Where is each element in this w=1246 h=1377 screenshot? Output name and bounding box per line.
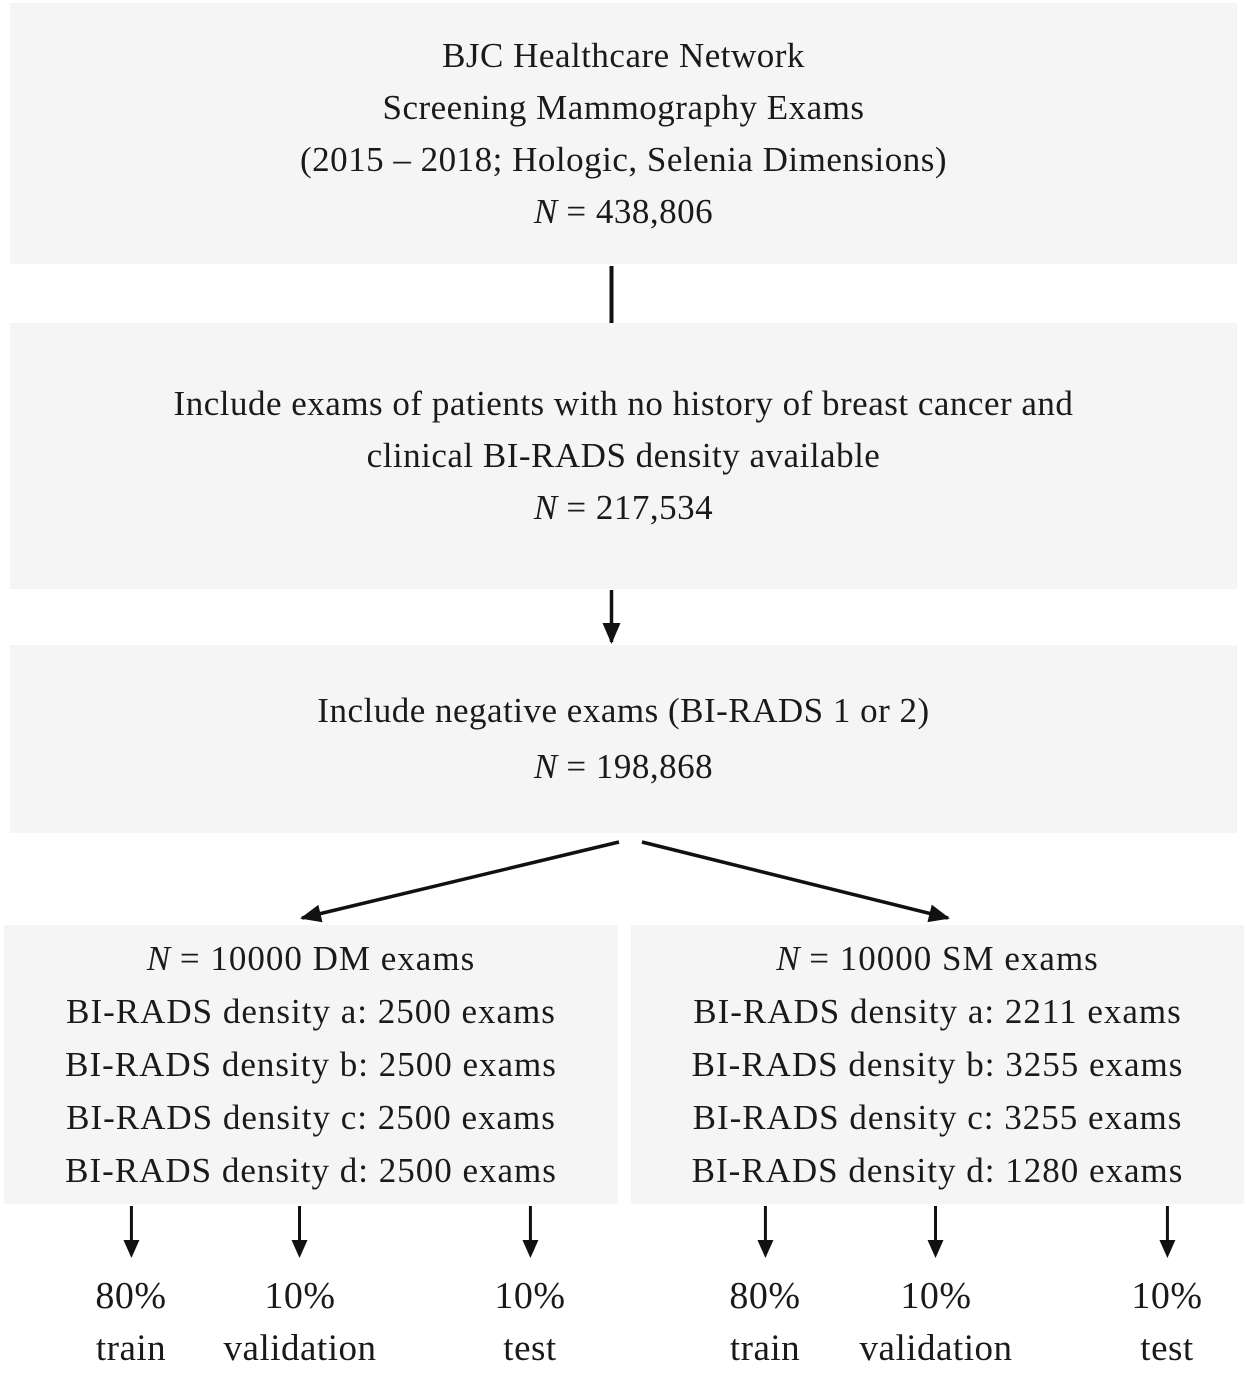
split-label: validation [223,1328,377,1369]
box-source-sample-size: N= 438,806 [534,186,713,238]
sm-cohort-title: N= 10000 SM exams [776,932,1099,985]
box-source-line-3: (2015 – 2018; Hologic, Selenia Dimension… [299,139,948,179]
dm-density-d-row: BI-RADS density d: 2500 exams [65,1151,557,1190]
n-value: = 10000 DM exams [179,939,476,978]
split-label: train [729,1328,801,1369]
n-symbol: N [533,191,558,231]
box-inclusion-history: Include exams of patients with no histor… [10,323,1237,589]
n-value: = 10000 SM exams [809,939,1099,978]
split-label: validation [859,1328,1013,1369]
box-dm-cohort: N= 10000 DM exams BI-RADS density a: 250… [4,925,618,1204]
split-percentage: 80% [95,1275,167,1317]
sm-density-c-row: BI-RADS density c: 3255 exams [692,1098,1183,1137]
split-dm-train: 80% train [95,1206,166,1372]
n-value: = 198,868 [566,747,714,786]
box-source-line-2: Screening Mammography Exams [382,87,865,127]
split-label: train [95,1328,167,1369]
split-label: test [1140,1328,1194,1369]
down-arrow-icon [123,1206,139,1258]
down-arrow-icon [1159,1206,1175,1258]
split-dm-validation: 10% validation [224,1206,377,1372]
box-source-cohort: BJC Healthcare Network Screening Mammogr… [10,3,1237,264]
split-sm-validation: 10% validation [860,1206,1013,1372]
down-arrow-icon [292,1206,308,1258]
split-percentage: 10% [1131,1275,1203,1317]
split-sm-train: 80% train [729,1206,800,1372]
sm-density-b-row: BI-RADS density b: 3255 exams [691,1045,1184,1084]
box-negative-line-1: Include negative exams (BI-RADS 1 or 2) [317,691,930,730]
split-dm-test: 10% test [494,1206,565,1372]
box-negative-exams: Include negative exams (BI-RADS 1 or 2) … [10,645,1237,833]
sm-density-d-row: BI-RADS density d: 1280 exams [691,1151,1184,1190]
n-value: = 217,534 [566,488,714,527]
fork-arrow-right [641,840,950,923]
dm-cohort-title: N= 10000 DM exams [147,932,475,985]
dm-density-a-row: BI-RADS density a: 2500 exams [66,992,556,1031]
box-inclusion-line-2: clinical BI-RADS density available [366,436,881,475]
down-arrow-icon [757,1206,773,1258]
n-value: = 438,806 [566,191,714,231]
split-label: test [503,1328,557,1369]
dm-density-c-row: BI-RADS density c: 2500 exams [66,1098,556,1137]
n-symbol: N [776,939,801,978]
sm-density-a-row: BI-RADS density a: 2211 exams [693,992,1182,1031]
box-sm-cohort: N= 10000 SM exams BI-RADS density a: 221… [631,925,1244,1204]
n-symbol: N [146,939,172,978]
box-source-line-1: BJC Healthcare Network [442,35,805,75]
down-arrow-icon [928,1206,944,1258]
box-negative-sample-size: N= 198,868 [534,739,713,795]
n-symbol: N [533,488,558,527]
split-percentage: 10% [494,1275,566,1317]
n-symbol: N [533,747,558,786]
dm-density-b-row: BI-RADS density b: 2500 exams [65,1045,557,1084]
fork-arrow-left [300,840,620,923]
split-percentage: 10% [264,1275,336,1317]
split-percentage: 80% [729,1275,801,1317]
split-percentage: 10% [900,1275,972,1317]
split-sm-test: 10% test [1131,1206,1202,1372]
down-arrow-icon [522,1206,538,1258]
box-inclusion-sample-size: N= 217,534 [534,482,713,534]
box-inclusion-line-1: Include exams of patients with no histor… [173,384,1074,423]
